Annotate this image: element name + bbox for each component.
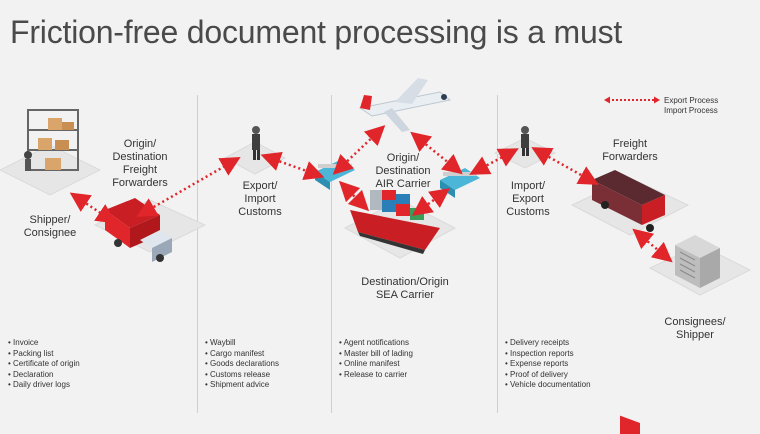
page-title: Friction-free document processing is a m… bbox=[10, 14, 623, 50]
docs-list-carrier: Agent notifications Master bill of ladin… bbox=[339, 338, 413, 380]
column-divider bbox=[497, 95, 498, 413]
shipper-label: Shipper/ Consignee bbox=[23, 214, 77, 239]
legend-export-label: Export Process bbox=[664, 95, 719, 105]
arrow-gate-customs bbox=[469, 148, 519, 175]
list-item: Vehicle documentation bbox=[505, 380, 591, 391]
list-item: Expense reports bbox=[505, 359, 591, 370]
list-item: Delivery receipts bbox=[505, 338, 591, 349]
list-item: Goods declarations bbox=[205, 359, 279, 370]
process-arrows bbox=[69, 125, 673, 263]
arrow-gate-sea bbox=[338, 180, 370, 212]
freight-forwarders-label: Freight Forwarders bbox=[602, 138, 658, 163]
customs-officer-icon bbox=[521, 126, 529, 156]
list-item: Agent notifications bbox=[339, 338, 413, 349]
list-item: Online manifest bbox=[339, 359, 413, 370]
column-divider bbox=[197, 95, 198, 413]
list-item: Customs release bbox=[205, 370, 279, 381]
warehouse-rack-icon bbox=[24, 109, 79, 171]
export-customs-label: Export/ Import Customs bbox=[238, 180, 282, 218]
list-item: Release to carrier bbox=[339, 370, 413, 381]
list-item: Invoice bbox=[8, 338, 80, 349]
list-item: Master bill of lading bbox=[339, 349, 413, 360]
security-gate-icon bbox=[315, 160, 355, 190]
docs-list-customs: Waybill Cargo manifest Goods declaration… bbox=[205, 338, 279, 391]
list-item: Certificate of origin bbox=[8, 359, 80, 370]
origin-freight-forwarders-label: Origin/ Destination Freight Forwarders bbox=[112, 138, 168, 189]
customs-officer-icon bbox=[252, 126, 260, 160]
semi-truck-icon bbox=[592, 170, 665, 434]
arrow-gate-air bbox=[332, 125, 386, 175]
legend-import-label: Import Process bbox=[664, 105, 718, 115]
air-carrier-label: Origin/ Destination AIR Carrier bbox=[375, 152, 431, 190]
import-customs-label: Import/ Export Customs bbox=[506, 180, 550, 218]
list-item: Declaration bbox=[8, 370, 80, 381]
sea-carrier-label: Destination/Origin SEA Carrier bbox=[361, 276, 449, 301]
docs-list-shipper: Invoice Packing list Certificate of orig… bbox=[8, 338, 80, 391]
column-divider bbox=[331, 95, 332, 413]
legend: Export Process Import Process bbox=[604, 95, 718, 115]
docs-list-delivery: Delivery receipts Inspection reports Exp… bbox=[505, 338, 591, 391]
export-arrow-icon bbox=[604, 96, 660, 104]
list-item: Daily driver logs bbox=[8, 380, 80, 391]
arrow-truck-customs bbox=[136, 157, 241, 217]
list-item: Inspection reports bbox=[505, 349, 591, 360]
list-item: Waybill bbox=[205, 338, 279, 349]
list-item: Packing list bbox=[8, 349, 80, 360]
list-item: Shipment advice bbox=[205, 380, 279, 391]
list-item: Cargo manifest bbox=[205, 349, 279, 360]
airplane-icon bbox=[358, 78, 452, 132]
arrow-shipper-truck bbox=[69, 192, 117, 224]
consignees-label: Consignees/ Shipper bbox=[664, 316, 726, 341]
arrow-sea-gate bbox=[411, 188, 451, 216]
office-building-icon bbox=[675, 235, 720, 288]
list-item: Proof of delivery bbox=[505, 370, 591, 381]
security-gate-icon bbox=[440, 168, 480, 198]
arrow-ff-building bbox=[632, 228, 673, 263]
